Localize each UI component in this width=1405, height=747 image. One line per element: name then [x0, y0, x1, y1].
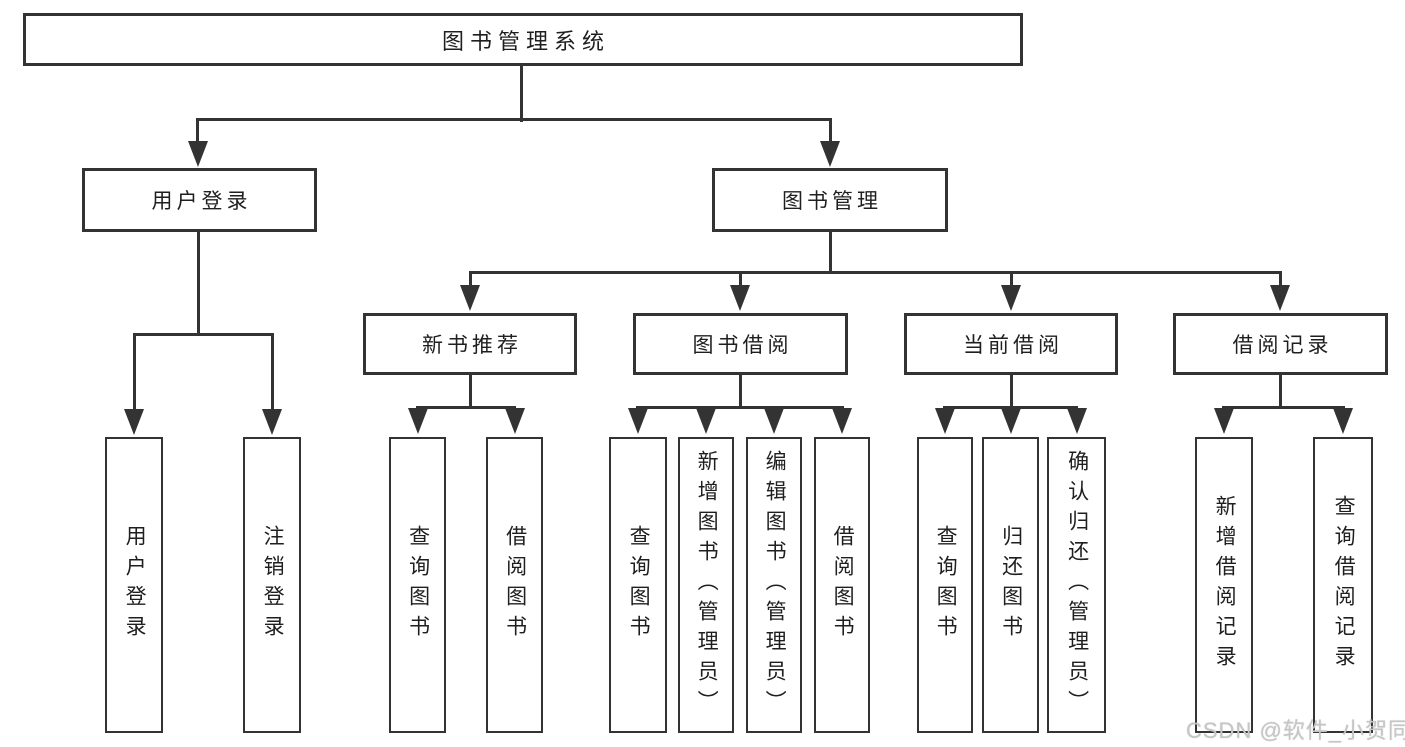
connector-vline — [469, 375, 472, 409]
arrow-down-icon — [820, 141, 840, 167]
node-ul-logout: 注销登录 — [243, 437, 301, 733]
arrow-down-icon — [764, 408, 784, 434]
arrow-down-icon — [262, 409, 282, 435]
connector-vline — [739, 375, 742, 409]
node-bb-edit-books-admin: 编辑图书（管理员） — [746, 437, 802, 733]
connector-vline — [197, 232, 200, 336]
node-current-borrowing: 当前借阅 — [904, 313, 1118, 375]
node-current-borrowing-label: 当前借阅 — [963, 334, 1063, 357]
arrow-down-icon — [696, 408, 716, 434]
connector-vline — [739, 274, 742, 288]
node-book-borrowing-label: 图书借阅 — [692, 334, 793, 357]
node-bb-query-books-label: 查询图书 — [627, 525, 651, 645]
node-cb-confirm-return-admin: 确认归还（管理员） — [1047, 437, 1106, 733]
node-root: 图书管理系统 — [23, 13, 1023, 66]
node-nb-query-books: 查询图书 — [389, 437, 446, 733]
node-book-management-label: 图书管理 — [782, 190, 882, 213]
connector-hline — [196, 118, 832, 121]
arrow-down-icon — [505, 408, 525, 434]
node-book-management: 图书管理 — [712, 168, 948, 232]
connector-vline — [1279, 375, 1282, 409]
arrow-down-icon — [832, 408, 852, 434]
arrow-down-icon — [1001, 408, 1021, 434]
connector-hline — [133, 333, 274, 336]
connector-vline — [829, 232, 832, 274]
arrow-down-icon — [460, 285, 480, 311]
connector-vline — [271, 335, 274, 413]
node-ul-logout-label: 注销登录 — [261, 525, 285, 645]
node-br-query-record: 查询借阅记录 — [1313, 437, 1373, 733]
arrow-down-icon — [188, 141, 208, 167]
node-bb-add-books-admin-label: 新增图书（管理员） — [695, 450, 719, 720]
arrow-down-icon — [628, 408, 648, 434]
node-cb-return-books: 归还图书 — [982, 437, 1039, 733]
node-user-login-label: 用户登录 — [151, 190, 252, 213]
node-borrowing-records: 借阅记录 — [1173, 313, 1388, 375]
connector-vline — [1010, 375, 1013, 409]
node-bb-borrow-books-label: 借阅图书 — [831, 525, 855, 645]
node-nb-query-books-label: 查询图书 — [406, 525, 430, 645]
node-new-book-recommend: 新书推荐 — [363, 313, 577, 375]
arrow-down-icon — [935, 408, 955, 434]
connector-hline — [1222, 406, 1345, 409]
node-nb-borrow-books: 借阅图书 — [486, 437, 543, 733]
node-br-add-record-label: 新增借阅记录 — [1213, 495, 1237, 675]
connector-hline — [469, 271, 1282, 274]
arrow-down-icon — [1001, 285, 1021, 311]
node-ul-user-login: 用户登录 — [105, 437, 163, 733]
connector-hline — [636, 406, 844, 409]
arrow-down-icon — [408, 408, 428, 434]
node-new-book-recommend-label: 新书推荐 — [422, 334, 522, 357]
connector-vline — [1279, 274, 1282, 288]
arrow-down-icon — [1067, 408, 1087, 434]
node-borrowing-records-label: 借阅记录 — [1232, 334, 1333, 357]
arrow-down-icon — [124, 409, 144, 435]
connector-hline — [943, 406, 1078, 409]
node-br-query-record-label: 查询借阅记录 — [1332, 495, 1356, 675]
arrow-down-icon — [730, 285, 750, 311]
node-root-label: 图书管理系统 — [441, 28, 610, 54]
node-br-add-record: 新增借阅记录 — [1195, 437, 1253, 733]
connector-vline — [1010, 274, 1013, 288]
node-book-borrowing: 图书借阅 — [633, 313, 848, 375]
node-nb-borrow-books-label: 借阅图书 — [503, 525, 527, 645]
arrow-down-icon — [1270, 285, 1290, 311]
arrow-down-icon — [1214, 408, 1234, 434]
connector-hline — [416, 406, 516, 409]
connector-vline — [829, 121, 832, 147]
connector-vline — [133, 335, 136, 413]
node-bb-query-books: 查询图书 — [609, 437, 667, 733]
csdn-watermark: CSDN @软件_小贺同学 — [1186, 718, 1405, 743]
arrow-down-icon — [1333, 408, 1353, 434]
node-bb-add-books-admin: 新增图书（管理员） — [678, 437, 734, 733]
node-bb-edit-books-admin-label: 编辑图书（管理员） — [763, 450, 787, 720]
node-ul-user-login-label: 用户登录 — [123, 525, 147, 645]
connector-vline — [520, 66, 523, 122]
node-cb-query-books-label: 查询图书 — [934, 525, 958, 645]
node-user-login: 用户登录 — [82, 168, 317, 232]
connector-vline — [469, 274, 472, 288]
node-cb-confirm-return-admin-label: 确认归还（管理员） — [1065, 450, 1089, 720]
node-bb-borrow-books: 借阅图书 — [814, 437, 870, 733]
node-cb-return-books-label: 归还图书 — [999, 525, 1023, 645]
connector-vline — [196, 121, 199, 147]
node-cb-query-books: 查询图书 — [917, 437, 973, 733]
